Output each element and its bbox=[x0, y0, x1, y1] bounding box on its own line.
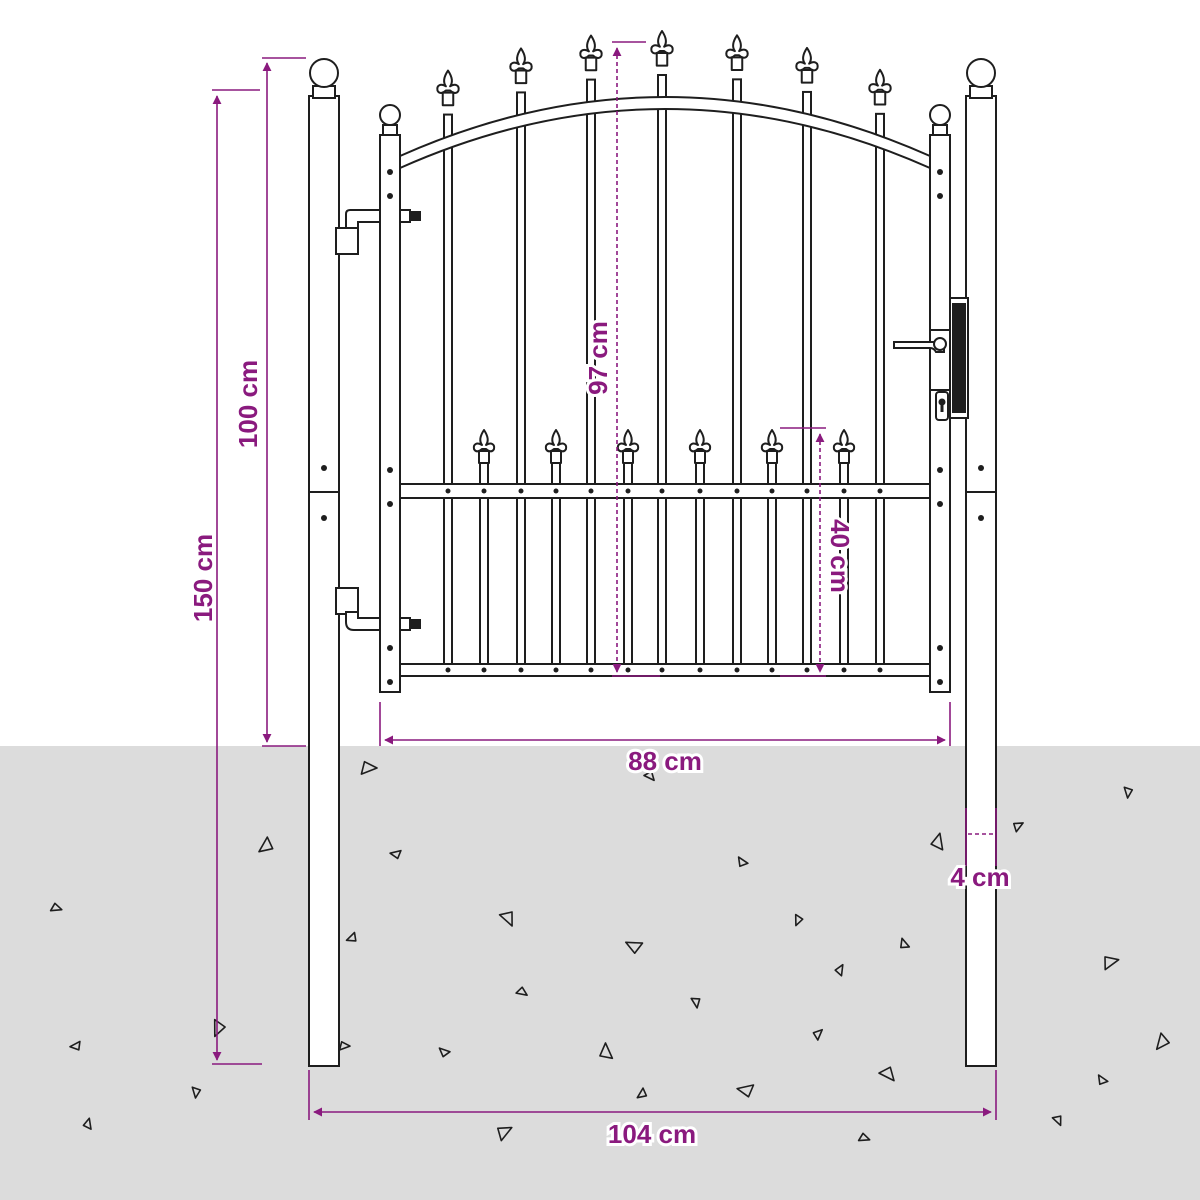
finial bbox=[436, 69, 460, 107]
dimension-label-lower-panel-height: 40 cm bbox=[825, 519, 855, 593]
dimension-label-post-width: 4 cm bbox=[950, 862, 1009, 892]
finial bbox=[795, 46, 819, 84]
dimension-total-width bbox=[308, 1070, 997, 1120]
finial bbox=[650, 30, 674, 67]
dimension-above-ground-height bbox=[262, 57, 306, 747]
dimension-gate-height bbox=[612, 41, 660, 677]
finial bbox=[616, 429, 640, 464]
dimension-label-above-ground-height: 100 cm bbox=[233, 360, 263, 448]
gravel-pebbles bbox=[49, 760, 1170, 1142]
dimension-label-gate-height: 97 cm bbox=[583, 321, 613, 395]
dimension-gate-width bbox=[379, 702, 951, 746]
lower-hinge bbox=[335, 587, 421, 631]
dimension-post-width bbox=[965, 808, 997, 866]
long-bar bbox=[875, 112, 885, 677]
long-bar bbox=[732, 78, 742, 678]
finial bbox=[725, 34, 749, 72]
dimension-label-gate-width: 88 cm bbox=[628, 746, 702, 776]
finial bbox=[579, 34, 603, 72]
upper-hinge bbox=[335, 209, 421, 255]
gate-rails bbox=[399, 483, 931, 677]
gate-frame bbox=[379, 104, 951, 693]
dimension-lower-panel-height bbox=[780, 427, 826, 677]
dimension-label-total-height: 150 cm bbox=[188, 534, 218, 622]
top-finials bbox=[436, 30, 892, 107]
finial bbox=[868, 68, 892, 106]
gate-lock bbox=[893, 297, 969, 421]
ground-area bbox=[0, 746, 1200, 1200]
finial bbox=[760, 429, 784, 464]
gate-arch bbox=[399, 96, 931, 170]
left-post bbox=[308, 58, 340, 1067]
finial bbox=[509, 47, 533, 85]
long-bar bbox=[802, 90, 812, 677]
right-post bbox=[965, 58, 997, 1067]
finial bbox=[472, 429, 496, 464]
frame-bolts bbox=[321, 169, 984, 685]
long-bar bbox=[443, 113, 453, 677]
long-bar bbox=[516, 91, 526, 677]
mid-finials bbox=[472, 429, 856, 464]
finial bbox=[832, 429, 856, 464]
finial bbox=[544, 429, 568, 464]
dimension-total-height bbox=[212, 89, 262, 1065]
finial bbox=[688, 429, 712, 464]
gate-bars bbox=[443, 74, 885, 678]
dimension-label-total-width: 104 cm bbox=[608, 1119, 696, 1149]
long-bar bbox=[657, 74, 667, 677]
